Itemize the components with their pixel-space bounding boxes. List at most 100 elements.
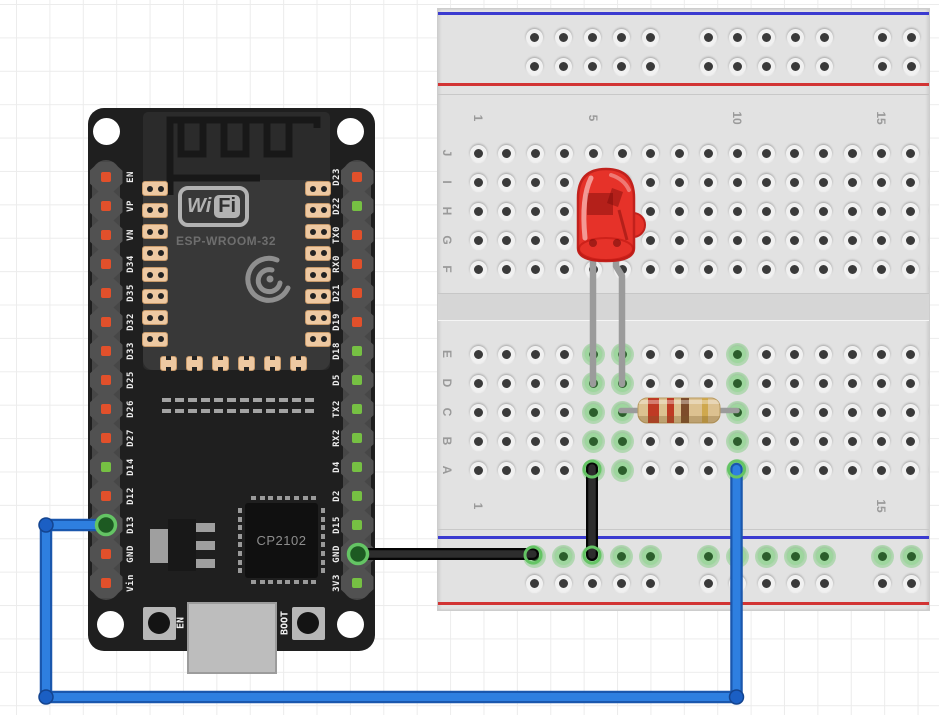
mounting-hole [337, 611, 364, 638]
pin-pad-d33[interactable] [101, 346, 111, 356]
chip-pin [238, 516, 242, 522]
breadboard-hole [901, 403, 919, 421]
breadboard-hole [671, 260, 689, 278]
castellated-pad [142, 288, 168, 304]
pin-pad-d32[interactable] [101, 317, 111, 327]
breadboard-hole [757, 144, 775, 162]
pad-hole [310, 207, 316, 213]
pin-pad-d4[interactable] [352, 462, 362, 472]
row-letter-g: G [440, 235, 454, 245]
pin-pad-3v3[interactable] [352, 578, 362, 588]
breadboard-hole [469, 173, 487, 191]
chip-pin [311, 580, 317, 584]
breadboard-hole [642, 461, 660, 479]
breadboard-hole [901, 231, 919, 249]
wire-bend-point[interactable] [728, 689, 745, 705]
pad-slot [166, 367, 171, 371]
breadboard-hole [525, 28, 543, 46]
breadboard-hole [815, 57, 833, 75]
pin-pad-d21[interactable] [352, 288, 362, 298]
breadboard-hole [642, 432, 660, 450]
via-dash [162, 409, 171, 413]
breadboard-hole [873, 57, 891, 75]
wifi-logo-fi: Fi [214, 195, 241, 218]
breadboard-hole [815, 173, 833, 191]
via-dash [214, 409, 223, 413]
breadboard-hole [757, 574, 775, 592]
breadboard-hole [642, 202, 660, 220]
pad-hole [158, 228, 164, 235]
wire-bend-point[interactable] [38, 517, 54, 533]
en-button[interactable] [143, 607, 176, 640]
breadboard-hole [554, 57, 572, 75]
pin-pad-d5[interactable] [352, 375, 362, 385]
pin-pad-tx2[interactable] [352, 404, 362, 414]
pin-pad-vp[interactable] [101, 201, 111, 211]
usb-chip-label: CP2102 [256, 533, 307, 548]
pin-pad-d35[interactable] [101, 288, 111, 298]
boot-button[interactable] [292, 607, 325, 640]
breadboard-hole [699, 57, 717, 75]
pin-pad-vin[interactable] [101, 578, 111, 588]
breadboard-hole [843, 461, 861, 479]
pin-pad-tx0[interactable] [352, 230, 362, 240]
pin-pad-rx2[interactable] [352, 433, 362, 443]
pin-pad-d25[interactable] [101, 375, 111, 385]
breadboard-hole [901, 144, 919, 162]
breadboard-hole [843, 231, 861, 249]
breadboard-hole [498, 260, 516, 278]
breadboard-hole [872, 202, 890, 220]
pin-pad-rx0[interactable] [352, 259, 362, 269]
pin-pad-d15[interactable] [352, 520, 362, 530]
breadboard-hole [699, 173, 717, 191]
castellated-pad [142, 331, 168, 347]
pin-pad-gnd[interactable] [101, 549, 111, 559]
breadboard-hole [527, 260, 545, 278]
pin-pad-d14[interactable] [101, 462, 111, 472]
pin-pad-d19[interactable] [352, 317, 362, 327]
chip-pin [268, 580, 274, 584]
row-letter-f: F [440, 265, 454, 273]
pad-hole [158, 336, 164, 342]
espressif-swirl-icon [245, 255, 291, 303]
breadboard-hole [555, 461, 573, 479]
pin-pad-d2[interactable] [352, 491, 362, 501]
pin-pad-d13[interactable] [101, 520, 111, 530]
pin-pad-en[interactable] [101, 172, 111, 182]
pin-pad-d12[interactable] [101, 491, 111, 501]
breadboard-hole [612, 547, 630, 565]
pin-pad-d18[interactable] [352, 346, 362, 356]
chip-pin [259, 496, 265, 500]
wire-bend-point[interactable] [38, 689, 54, 705]
breadboard-hole [728, 374, 746, 392]
breadboard-hole [757, 432, 775, 450]
breadboard-hole [757, 403, 775, 421]
pad-hole [158, 207, 164, 213]
castellated-pad [264, 356, 281, 371]
via-dash [292, 409, 301, 413]
breadboard-hole [613, 461, 631, 479]
chip-pin [321, 551, 325, 556]
breadboard-hole [873, 28, 891, 46]
pin-pad-d22[interactable] [352, 201, 362, 211]
breadboard-hole [728, 144, 746, 162]
chip-pin [321, 533, 325, 539]
en-button-cap[interactable] [148, 612, 170, 634]
module-label: ESP-WROOM-32 [176, 234, 277, 248]
via-dash [279, 398, 288, 402]
chip-pin [238, 533, 242, 539]
pin-pad-d34[interactable] [101, 259, 111, 269]
pin-pad-d26[interactable] [101, 404, 111, 414]
breadboard-hole [786, 202, 804, 220]
boot-button-cap[interactable] [297, 612, 319, 634]
pin-pad-gnd[interactable] [352, 549, 362, 559]
pin-pad-d23[interactable] [352, 172, 362, 182]
pin-pad-vn[interactable] [101, 230, 111, 240]
pin-label-d32: D32 [126, 313, 136, 331]
pin-pad-d27[interactable] [101, 433, 111, 443]
breadboard-hole [642, 374, 660, 392]
wifi-logo: Wi Fi [178, 186, 250, 227]
breadboard-hole [555, 173, 573, 191]
